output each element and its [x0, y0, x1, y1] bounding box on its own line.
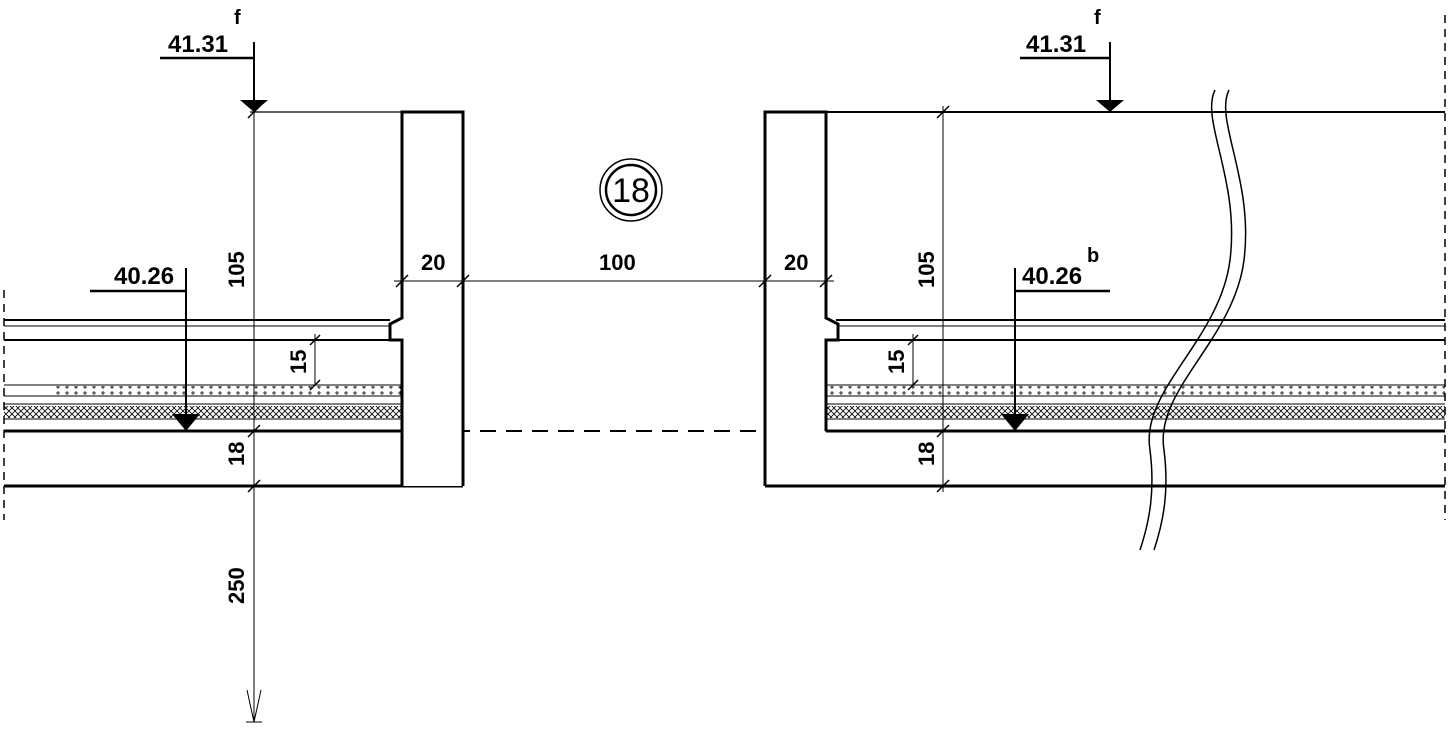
dim-line-left-vertical [246, 105, 262, 723]
dim-18-left: 18 [224, 442, 249, 466]
detail-tag: 18 [599, 158, 663, 222]
dim-line-horizontal [394, 274, 834, 288]
floor-layers-right [765, 319, 1445, 488]
break-symbol [1139, 89, 1247, 551]
floor-layers-left [4, 319, 463, 488]
dim-250: 250 [224, 567, 249, 604]
dim-15-right: 15 [884, 350, 909, 374]
level-mid-right-suffix: b [1087, 245, 1099, 267]
dim-20-right: 20 [784, 250, 808, 275]
level-marker-top-left [160, 42, 268, 112]
dim-15-left: 15 [286, 350, 311, 374]
dim-100: 100 [599, 250, 636, 275]
dim-20-left: 20 [421, 250, 445, 275]
level-mid-right-value: 40.26 [1022, 263, 1082, 290]
dim-15-left-line [309, 334, 321, 391]
dim-105-right: 105 [914, 251, 939, 288]
detail-tag-number: 18 [612, 172, 650, 210]
level-top-right-suffix: f [1094, 7, 1101, 29]
level-top-left-suffix: f [234, 7, 241, 29]
level-top-right-value: 41.31 [1026, 31, 1086, 58]
level-top-left-value: 41.31 [168, 31, 228, 58]
dim-105-left: 105 [224, 251, 249, 288]
level-mid-left-value: 40.26 [114, 263, 174, 290]
level-marker-mid-left [90, 268, 200, 431]
level-marker-top-right [1020, 42, 1124, 112]
level-marker-mid-right [1001, 268, 1110, 431]
dim-15-right-line [907, 334, 919, 391]
dim-18-right: 18 [914, 442, 939, 466]
dim-line-right-vertical [936, 105, 950, 493]
right-wall [763, 110, 840, 486]
left-wall [388, 110, 465, 486]
